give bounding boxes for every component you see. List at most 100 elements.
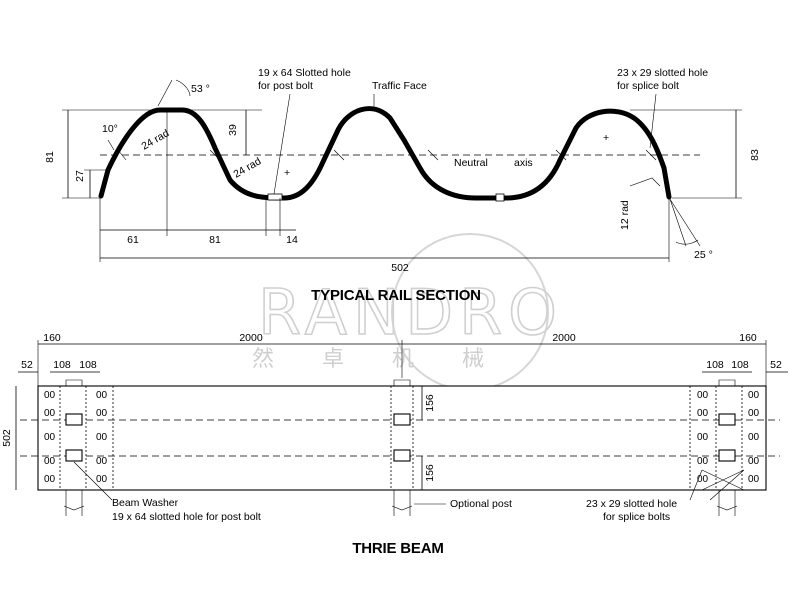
beam-washer-label: Beam Washer (112, 497, 179, 509)
hole-l-a1: 00 (44, 390, 56, 401)
plus-mark-2: + (603, 132, 609, 144)
traffic-face: Traffic Face (372, 80, 427, 92)
beam-dim-52-left: 52 (21, 359, 33, 371)
hole-r-a1: 00 (697, 390, 709, 401)
beam-dim-160-right: 160 (739, 332, 757, 344)
hole-r-a3: 00 (697, 432, 709, 443)
beam-dim-108-l2: 108 (79, 359, 97, 371)
hole-r-b5: 00 (748, 474, 760, 485)
beam-dim-52-right: 52 (770, 359, 782, 371)
hole-l-a4: 00 (44, 456, 56, 467)
beam-dim-108-r1: 108 (706, 359, 724, 371)
watermark: RANDRO 然 卓 机 械 (252, 233, 563, 391)
angle-10-arc (107, 139, 115, 151)
beam-dim-108-r2: 108 (731, 359, 749, 371)
rad-12: 12 rad (619, 200, 631, 230)
hole-r-b2: 00 (748, 408, 760, 419)
post-slot-center-top (393, 413, 411, 426)
axis-tick-6 (645, 149, 657, 161)
angle-53: 53 ° (191, 83, 210, 95)
slot-splice-label-2: for splice bolt (617, 80, 679, 92)
watermark-cjk-3: 机 (392, 347, 414, 372)
dim-27: 27 (74, 170, 86, 182)
post-slot-right-top (718, 413, 736, 426)
axis-label: axis (514, 157, 533, 169)
hole-l-b3: 00 (96, 432, 108, 443)
rad-24-a: 24 rad (140, 127, 172, 152)
beam-dim-160-left: 160 (43, 332, 61, 344)
hole-l-b2: 00 (96, 408, 108, 419)
hole-l-a3: 00 (44, 432, 56, 443)
angle-10: 10° (102, 123, 118, 135)
axis-tick-2 (209, 149, 221, 161)
hole-l-a2: 00 (44, 408, 56, 419)
beam-dim-2000-left: 2000 (239, 332, 263, 344)
dim-83: 83 (749, 149, 761, 161)
dim-502-rail: 502 (391, 262, 409, 274)
rail-section: 81 27 10° 53 ° 24 rad 24 rad 39 61 81 14… (44, 67, 761, 304)
hole-r-a4: 00 (697, 456, 709, 467)
post-slot-center-bottom (393, 449, 411, 462)
post-right (716, 379, 738, 516)
post-center (391, 379, 413, 516)
watermark-latin: RANDRO (258, 276, 563, 349)
post-bolt-slot (267, 193, 283, 201)
dim-14: 14 (286, 234, 298, 246)
beam-dim-156-top: 156 (424, 394, 436, 412)
neutral-label: Neutral (454, 157, 488, 169)
post-slot-left-top (65, 413, 83, 426)
rad-24-b: 24 rad (232, 155, 264, 180)
post-slot-right-bottom (718, 449, 736, 462)
slot-post-leader (273, 93, 291, 195)
plus-mark-1: + (284, 167, 290, 179)
center-slot (495, 193, 505, 202)
hole-l-b4: 00 (96, 456, 108, 467)
axis-tick-3 (333, 149, 345, 161)
hole-r-b4: 00 (748, 456, 760, 467)
dim-61: 61 (127, 234, 139, 246)
axis-tick-1 (117, 149, 127, 161)
hole-l-a5: 00 (44, 474, 56, 485)
angle-53-arc (157, 79, 191, 107)
thrie-beam: 160 2000 2000 160 52 108 108 108 108 52 … (1, 332, 788, 557)
splice-cross-leaders (689, 469, 745, 501)
dim-39: 39 (227, 124, 239, 136)
thrie-beam-title: THRIE BEAM (352, 540, 443, 557)
rad-12-leader (629, 177, 661, 187)
post-slot-left-bottom (65, 449, 83, 462)
slot-post-bolt-label: 19 x 64 slotted hole for post bolt (112, 511, 261, 523)
slot-post-label-1: 19 x 64 Slotted hole (258, 67, 351, 79)
splice-bolts-label-2: for splice bolts (603, 511, 670, 523)
rail-section-title: TYPICAL RAIL SECTION (311, 287, 481, 304)
hole-r-b1: 00 (748, 390, 760, 401)
hole-r-a5: 00 (697, 474, 709, 485)
slot-splice-leader (649, 93, 657, 149)
hole-r-a2: 00 (697, 408, 709, 419)
hole-l-b5: 00 (96, 474, 108, 485)
beam-outline (37, 385, 767, 491)
beam-dim-502: 502 (1, 429, 13, 447)
watermark-cjk-2: 卓 (322, 347, 344, 372)
splice-holes-left: 00 00 00 00 00 00 00 00 00 00 (44, 390, 108, 485)
beam-dim-108-l1: 108 (53, 359, 71, 371)
rail-profile (98, 106, 672, 201)
slot-post-label-2: for post bolt (258, 80, 313, 92)
post-left (63, 379, 85, 516)
dim-81-left: 81 (44, 151, 56, 163)
hole-r-b3: 00 (748, 432, 760, 443)
axis-tick-4 (427, 149, 439, 161)
axis-tick-5 (555, 149, 567, 161)
splice-bolts-label-1: 23 x 29 slotted hole (586, 498, 677, 510)
splice-holes-right: 00 00 00 00 00 00 00 00 00 00 (697, 390, 760, 485)
watermark-cjk-4: 械 (462, 347, 484, 372)
beam-washer-leader (73, 461, 113, 501)
beam-dim-156-bottom: 156 (424, 464, 436, 482)
watermark-cjk-1: 然 (252, 347, 274, 372)
optional-post-label: Optional post (450, 498, 512, 510)
hole-l-b1: 00 (96, 390, 108, 401)
dim-81-bottom: 81 (209, 234, 221, 246)
beam-dim-2000-right: 2000 (552, 332, 576, 344)
angle-25-lines (667, 195, 701, 247)
angle-25: 25 ° (694, 249, 713, 261)
